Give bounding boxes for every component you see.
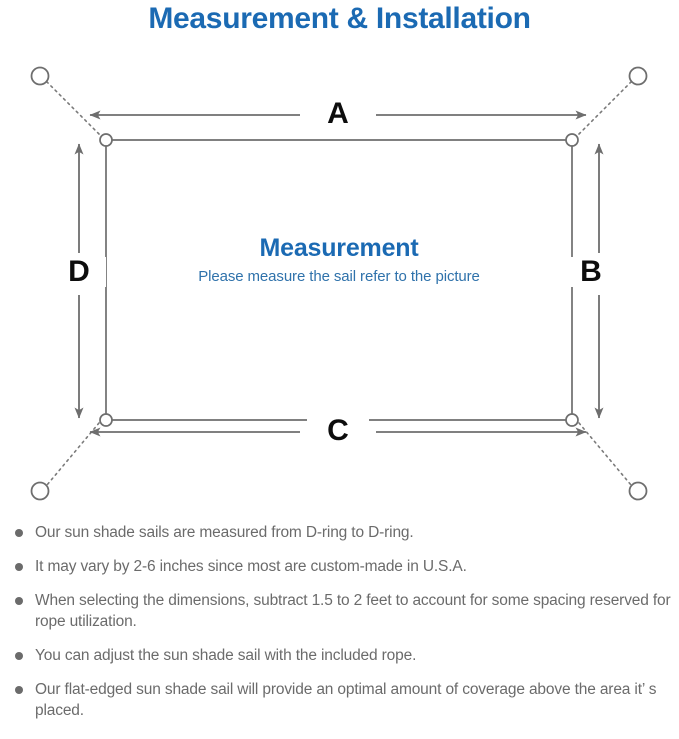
dimension-label-b: B (564, 257, 618, 287)
d-ring-top-right (565, 133, 579, 147)
anchor-ring-bottom-left (30, 481, 50, 501)
note-text: Our sun shade sails are measured from D-… (35, 524, 414, 541)
anchor-ring-bottom-right (628, 481, 648, 501)
anchor-ring-top-right (628, 66, 648, 86)
bullet-icon (15, 597, 23, 605)
rope-top-left (46, 81, 100, 135)
d-ring-bottom-right (565, 413, 579, 427)
note-text: When selecting the dimensions, subtract … (35, 592, 671, 630)
list-item: You can adjust the sun shade sail with t… (0, 645, 679, 666)
d-ring-bottom-left (99, 413, 113, 427)
anchor-ring-top-left (30, 66, 50, 86)
dimension-label-d: D (52, 257, 106, 287)
note-text: It may vary by 2-6 inches since most are… (35, 558, 467, 575)
list-item: Our flat-edged sun shade sail will provi… (0, 679, 679, 721)
bullet-icon (15, 529, 23, 537)
rope-bottom-right (578, 422, 632, 486)
page-title: Measurement & Installation (148, 2, 531, 35)
list-item: It may vary by 2-6 inches since most are… (0, 556, 679, 577)
dimension-label-c: C (307, 416, 369, 446)
list-item: Our sun shade sails are measured from D-… (0, 522, 679, 543)
bullet-icon (15, 652, 23, 660)
sail-subtitle: Please measure the sail refer to the pic… (198, 268, 480, 285)
sail-center-text: Measurement Please measure the sail refe… (106, 233, 572, 288)
note-text: You can adjust the sun shade sail with t… (35, 647, 417, 664)
sail-label: Measurement (259, 234, 419, 262)
notes-list: Our sun shade sails are measured from D-… (0, 522, 679, 721)
note-text: Our flat-edged sun shade sail will provi… (35, 681, 657, 719)
bullet-icon (15, 563, 23, 571)
list-item: When selecting the dimensions, subtract … (0, 590, 679, 632)
sail-measurement-diagram: A B C D Measurement Please measure the s… (0, 48, 679, 518)
anchor-rings (30, 66, 648, 501)
bullet-icon (15, 686, 23, 694)
d-ring-top-left (99, 133, 113, 147)
rope-top-right (578, 81, 632, 135)
d-rings (99, 133, 579, 427)
dimension-label-a: A (307, 99, 369, 129)
